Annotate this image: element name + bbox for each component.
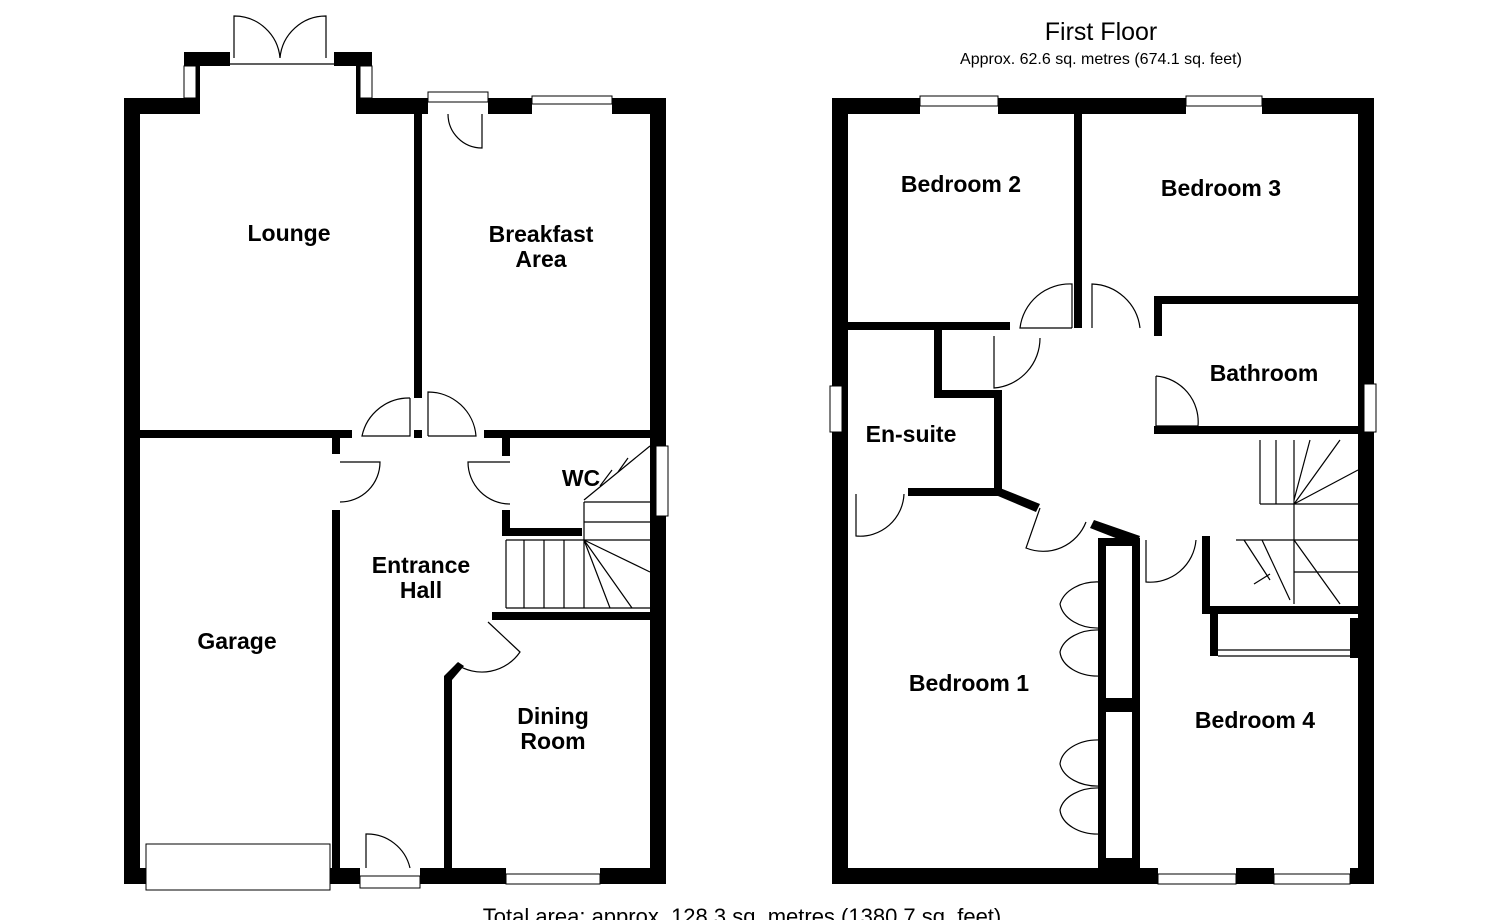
room-label-breakfast-line2: Area [515,246,566,272]
first-floor-title: First Floor [1045,18,1158,46]
total-area: Total area: approx. 128.3 sq. metres (13… [483,904,1002,920]
room-label-bedroom-3: Bedroom 3 [1161,175,1281,201]
room-label-bathroom: Bathroom [1210,360,1319,386]
room-label-bedroom-1: Bedroom 1 [909,670,1029,696]
room-label-lounge: Lounge [247,220,330,246]
first-floor [829,95,1377,885]
ground-floor [124,15,669,891]
room-label-bedroom-4: Bedroom 4 [1195,707,1315,733]
room-label-entrance-line2: Hall [400,577,442,603]
room-label-ensuite: En-suite [866,421,957,447]
room-label-entrance-line1: Entrance [372,552,470,578]
room-label-breakfast-line1: Breakfast [489,221,594,247]
room-label-garage: Garage [197,628,276,654]
first-floor-area: Approx. 62.6 sq. metres (674.1 sq. feet) [960,51,1242,68]
room-label-dining-line1: Dining [517,703,589,729]
staircase-first [1236,439,1359,605]
staircase-ground [505,445,651,609]
room-label-wc: WC [562,465,600,491]
room-label-dining-line2: Room [520,728,585,754]
room-label-bedroom-2: Bedroom 2 [901,171,1021,197]
